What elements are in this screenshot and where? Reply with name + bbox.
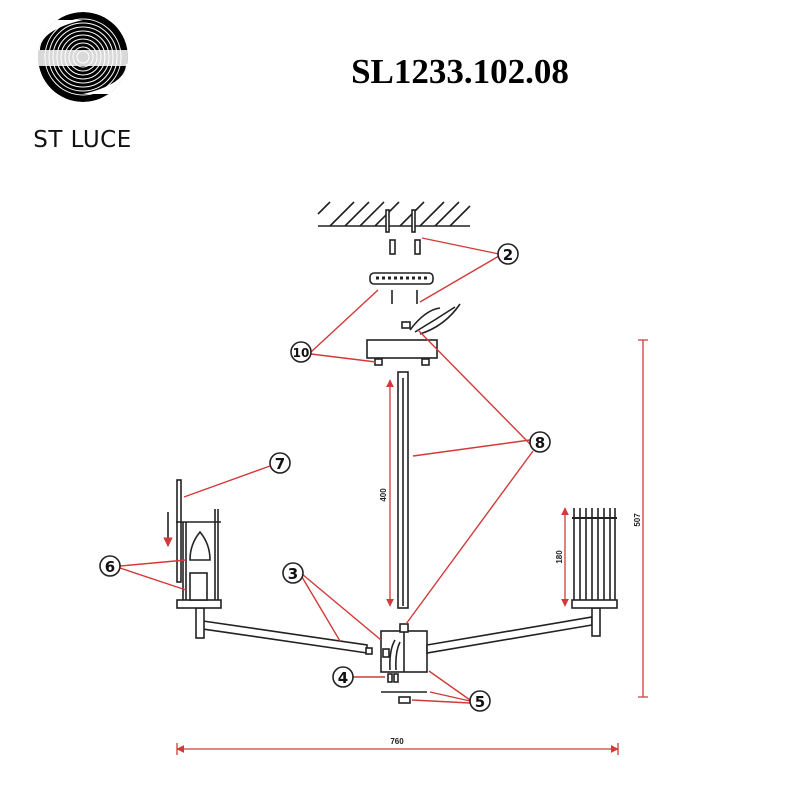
dimension-height-label: 507 <box>633 513 642 527</box>
left-arm <box>176 599 373 655</box>
right-arm <box>426 599 618 654</box>
svg-text:10: 10 <box>293 346 310 360</box>
center-body <box>380 623 428 704</box>
mounting-bracket <box>369 272 434 304</box>
svg-text:3: 3 <box>288 565 298 583</box>
dimension-shade-label: 180 <box>555 550 564 564</box>
svg-text:4: 4 <box>338 669 348 687</box>
callout-2: 2 <box>497 243 519 265</box>
callout-7: 7 <box>269 452 291 474</box>
brand-logo-icon <box>38 12 128 102</box>
wall-plugs <box>389 239 421 255</box>
callout-10: 10 <box>290 341 312 363</box>
dimension-rod-label: 400 <box>379 488 388 502</box>
left-shade <box>163 479 221 601</box>
leader-lines <box>119 237 534 704</box>
callout-5: 5 <box>469 690 491 712</box>
ceiling <box>317 201 471 233</box>
svg-text:7: 7 <box>275 455 285 473</box>
callout-8: 8 <box>529 431 551 453</box>
model-title: SL1233.102.08 <box>351 52 569 91</box>
svg-text:2: 2 <box>503 246 513 264</box>
rod <box>397 371 409 609</box>
callout-6: 6 <box>99 555 121 577</box>
dimension-width-label: 760 <box>390 737 404 746</box>
svg-text:8: 8 <box>535 434 545 452</box>
brand-name: ST LUCE <box>33 127 132 153</box>
canopy <box>366 303 461 366</box>
callout-3: 3 <box>282 562 304 584</box>
svg-text:6: 6 <box>105 558 115 576</box>
callout-4: 4 <box>332 666 354 688</box>
right-shade <box>572 508 617 600</box>
svg-text:5: 5 <box>475 693 485 711</box>
